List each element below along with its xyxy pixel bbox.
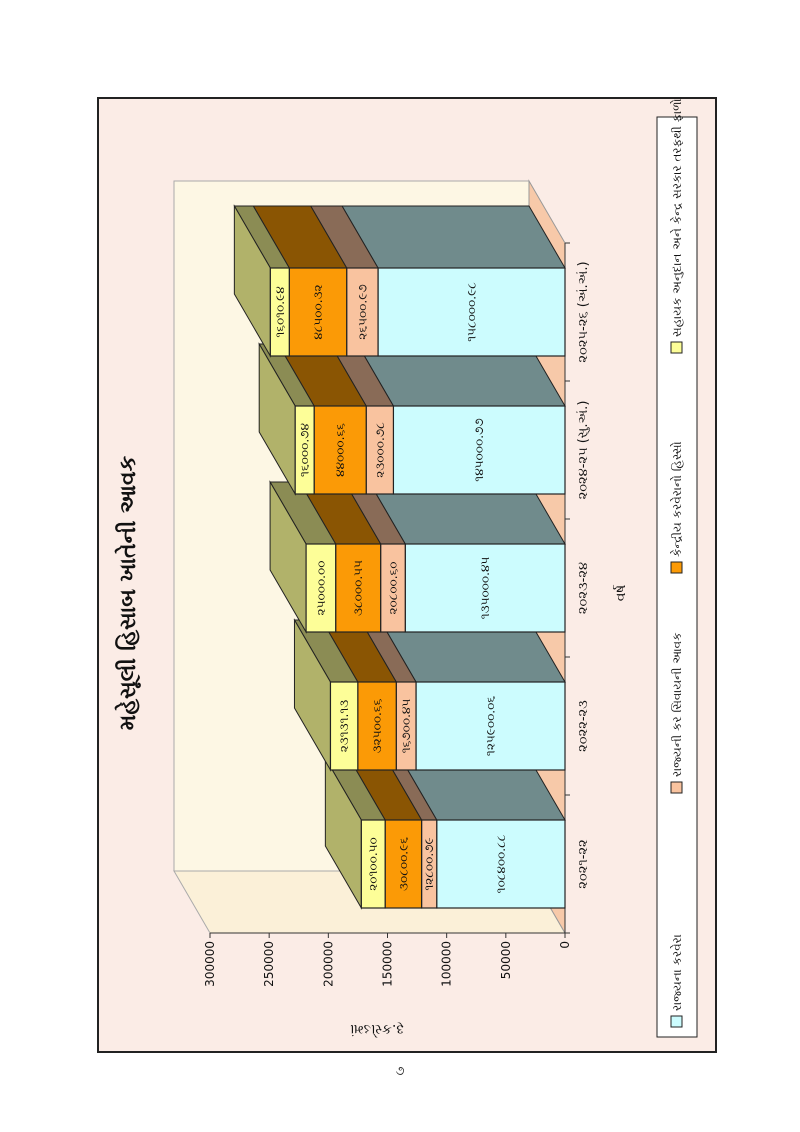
bar-stack: ૧૫૮૦૦૦.૯૮ ૨૬૫૦૦.૯૭ ૪૮૫૦૦.૩૨ ૧૬૦૧૦.૯૪: [233, 204, 566, 358]
legend-box: [656, 116, 698, 1038]
legend-swatch: [670, 1015, 683, 1028]
chart-bars: ૧૦૮૪૦૦.૮૮ ૧૨૮૦૦.૭૯ ૩૦૮૦૦.૯૬ ૨૦૧૦૦.૫૦ ૧૨૫૯૦૦.…: [233, 204, 566, 910]
chart-svg: 0 50000 100000 150000 200000 250000 300000 ૨૦૨૧…: [114, 98, 698, 1038]
data-label: ૧૦૮૪૦૦.૮૮: [494, 834, 508, 893]
data-label: ૧૪૫૦૦૦.૭૭: [472, 418, 486, 481]
legend-swatch: [670, 781, 683, 794]
data-label: ૨૦૧૦૦.૫૦: [366, 837, 380, 891]
bar-stack: ૧૦૮૪૦૦.૮૮ ૧૨૮૦૦.૭૯ ૩૦૮૦૦.૯૬ ૨૦૧૦૦.૫૦: [324, 756, 566, 910]
bar-segment: [360, 819, 386, 909]
x-tick-label: ૨૦૨૧-૨૨: [576, 839, 591, 889]
chart-title: મહેસૂલી હિસાબ ખાતેની આવક: [114, 455, 142, 730]
y-tick-label: 200000: [321, 941, 335, 987]
y-axis-label: રૂ.કરોડમાં: [350, 1021, 404, 1038]
chart-container: 0 50000 100000 150000 200000 250000 300000 ૨૦૨૧…: [97, 97, 717, 1053]
y-tick-label: 50000: [499, 941, 513, 979]
data-label: ૪૮૫૦૦.૩૨: [311, 284, 325, 339]
legend-swatch: [670, 341, 683, 354]
data-label: ૧૨૫૯૦૦.૦૬: [484, 696, 498, 756]
data-label: ૨૦૮૦૦.૬૦: [386, 561, 400, 614]
bar-segment: [269, 267, 290, 357]
legend-label: સહાયક અનુદાન અને કેન્દ્ર સરકાર તરફથી ફાળ…: [670, 98, 684, 337]
data-label: ૧૬૦૦૦.૭૪: [298, 423, 312, 477]
legend-swatch: [670, 561, 683, 574]
data-label: ૩૦૮૦૦.૯૬: [396, 837, 410, 891]
x-tick-label: ૨૦૨૫-૨૬ (અં.અં.): [576, 261, 591, 362]
legend-label: રાજ્યની કર સિવાયની આવક: [670, 632, 684, 777]
x-axis-label: વર્ષ: [612, 585, 629, 602]
x-tick-label: ૨૦૨૩-૨૪: [576, 562, 591, 614]
data-label: ૧૬૦૧૦.૯૪: [273, 286, 287, 337]
data-label: ૩૨૫૦૦.૬૬: [370, 698, 384, 753]
bar-segment: [305, 543, 337, 633]
data-label: ૧૬૭૦૦.૪૫: [399, 699, 413, 754]
page-number: ૭: [395, 1064, 405, 1079]
y-tick-label: 300000: [203, 941, 217, 987]
bar-side: [341, 205, 566, 269]
data-label: ૨૩૧૩૧.૧૩: [337, 700, 351, 752]
data-label: ૧૫૮૦૦૦.૯૮: [465, 282, 479, 342]
data-label: ૨૫૦૦૦.૦૦: [314, 561, 328, 616]
data-label: ૧૩૫૦૦૦.૪૫: [478, 557, 492, 620]
y-tick-label: 250000: [262, 941, 276, 987]
y-tick-label: 150000: [381, 941, 395, 987]
data-label: ૧૨૮૦૦.૭૯: [422, 837, 436, 890]
data-label: ૨૩૦૦૦.૭૮: [373, 422, 387, 478]
bar-segment: [329, 681, 359, 771]
bar-segment: [294, 405, 315, 495]
data-label: ૨૬૫૦૦.૯૭: [355, 284, 369, 339]
data-label: ૪૪૦૦૦.૬૬: [333, 423, 347, 477]
data-label: ૩૮૦૦૦.૫૫: [351, 560, 365, 616]
bar-stack: ૧૩૫૦૦૦.૪૫ ૨૦૮૦૦.૬૦ ૩૮૦૦૦.૫૫ ૨૫૦૦૦.૦૦: [269, 480, 566, 634]
y-tick-label: 100000: [440, 941, 454, 987]
legend-label: રાજ્યના કરવેરા: [670, 934, 684, 1011]
x-tick-label: ૨૦૨૪-૨૫ (સુ.અં.): [576, 401, 591, 500]
bar-stack: ૧૨૫૯૦૦.૦૬ ૧૬૭૦૦.૪૫ ૩૨૫૦૦.૬૬ ૨૩૧૩૧.૧૩: [293, 618, 566, 772]
bar-stack: ૧૪૫૦૦૦.૭૭ ૨૩૦૦૦.૭૮ ૪૪૦૦૦.૬૬ ૧૬૦૦૦.૭૪: [258, 342, 566, 496]
y-tick-label: 0: [558, 941, 572, 949]
legend-label: કેન્દ્રીય કરવેરાનો હિસ્સો: [670, 441, 684, 557]
x-tick-label: ૨૦૨૨-૨૩: [576, 700, 591, 752]
legend: રાજ્યના કરવેરા રાજ્યની કર સિવાયની આવક કેન્…: [656, 98, 698, 1038]
